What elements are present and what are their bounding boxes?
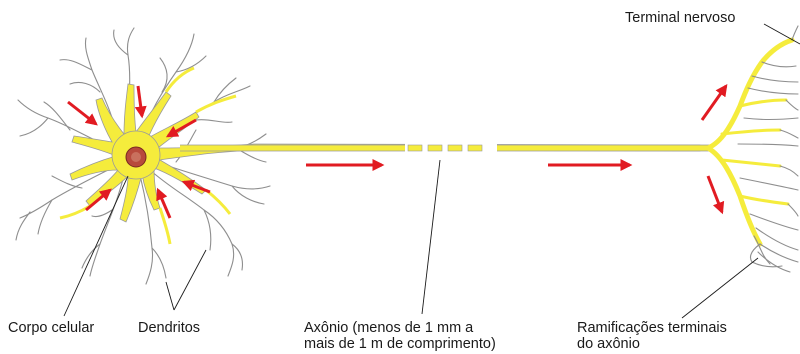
label-axon-line2: mais de 1 m de comprimento) (304, 336, 496, 352)
leader-dendrites-b (174, 250, 206, 310)
arrow-dendrite-upper-left (68, 102, 96, 124)
leader-dendrites-a (166, 282, 174, 310)
arrow-terminal-down (708, 176, 722, 212)
label-branches-line2: do axônio (577, 336, 640, 352)
cell-body-cytoplasm (60, 68, 700, 244)
leader-axon (422, 160, 440, 314)
leader-branches (682, 258, 758, 318)
label-cell-body: Corpo celular (8, 320, 94, 336)
arrow-dendrite-top (138, 86, 142, 116)
terminal-branches (708, 26, 798, 272)
label-axon-line1: Axônio (menos de 1 mm a (304, 320, 473, 336)
arrow-dendrite-bottom (158, 190, 170, 218)
arrow-terminal-up (702, 86, 726, 120)
label-terminal-nervoso: Terminal nervoso (625, 10, 735, 26)
nucleus (126, 147, 146, 167)
label-dendrites: Dendritos (138, 320, 200, 336)
label-branches-line1: Ramificações terminais (577, 320, 727, 336)
